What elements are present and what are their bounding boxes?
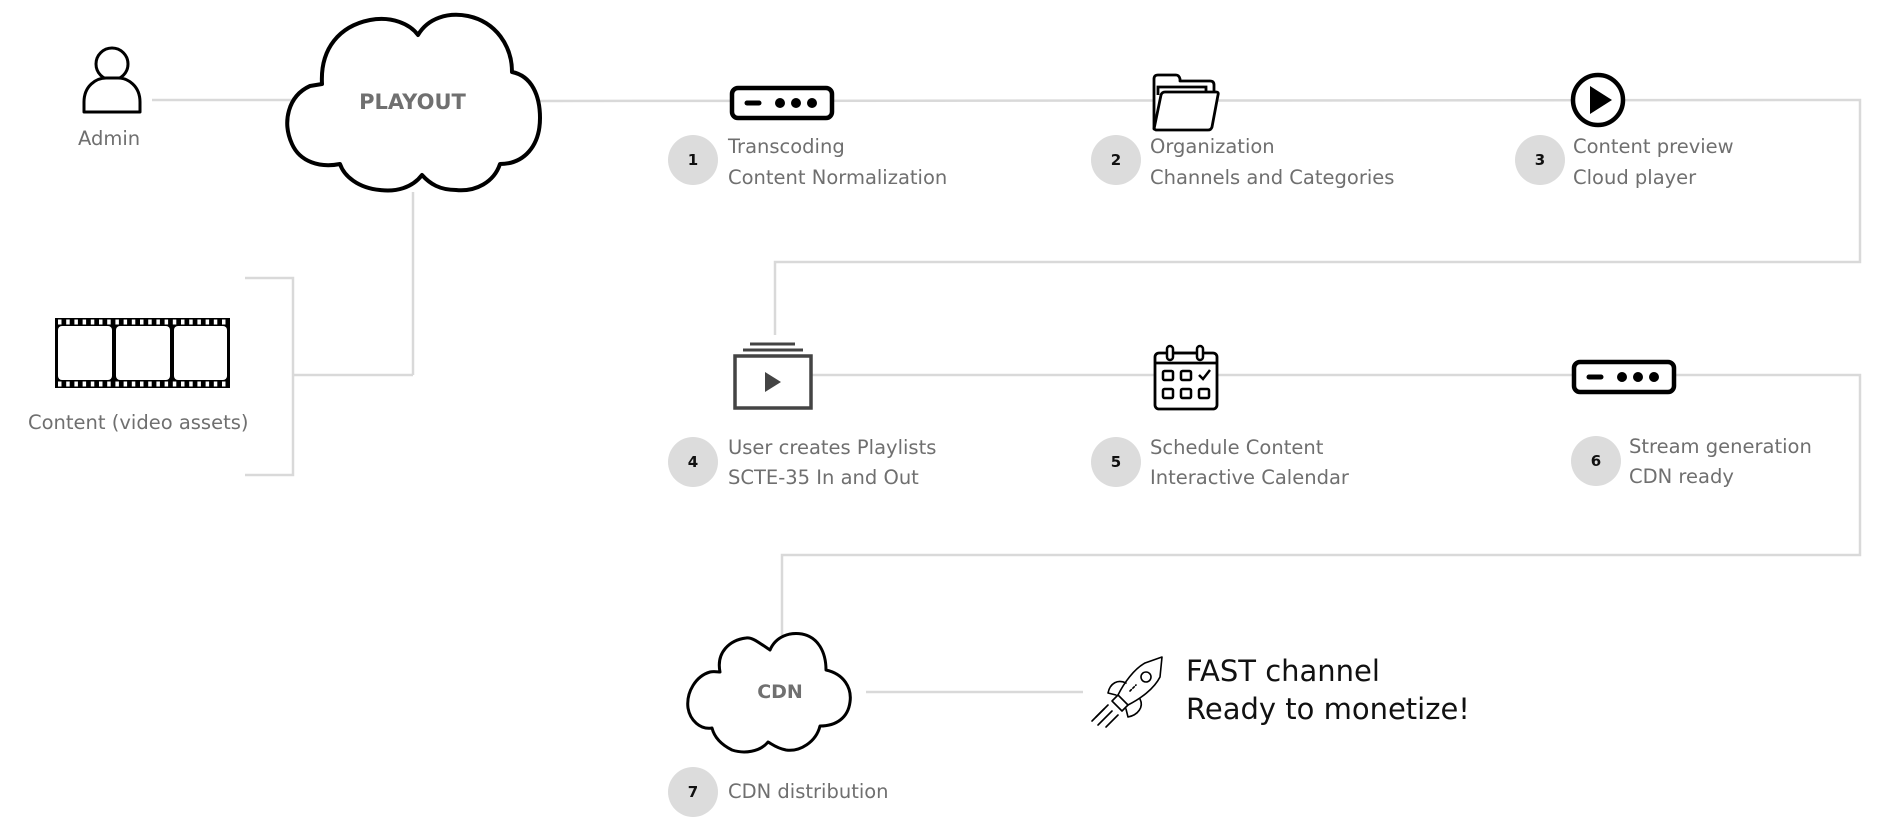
step-title-1: Transcoding [728,135,845,158]
step-subtitle-6: CDN ready [1629,465,1734,488]
film-perforation [140,381,144,387]
film-perforation [82,381,87,387]
film-perforation [197,319,201,325]
connectors [152,98,1862,694]
step-subtitle-5: Interactive Calendar [1150,466,1349,489]
playout-label: PLAYOUT [359,90,466,114]
cdn-label: CDN [757,681,803,703]
play-circle-icon [1570,72,1626,128]
step-subtitle-3: Cloud player [1573,166,1697,189]
film-perforation [66,381,70,387]
film-perforation [131,381,136,387]
outcome-line1: FAST channel [1186,654,1380,688]
film-perforation [189,381,193,387]
step-title-5: Schedule Content [1150,436,1324,459]
film-perforation [222,319,226,325]
film-perforation [74,319,78,325]
admin-label: Admin [78,127,141,150]
film-perforation [164,381,169,387]
step-subtitle-2: Channels and Categories [1150,166,1395,189]
film-perforation [123,319,128,325]
film-perforation [181,319,185,325]
film-perforation [66,319,70,325]
film-perforation [164,319,169,325]
film-perforation [131,319,136,325]
connector-playout-row1 [534,98,1862,335]
playlist-icon [733,342,813,410]
step-title-4: User creates Playlists [728,436,937,459]
server-device-icon [729,85,835,121]
film-strip-icon [55,318,230,388]
user-icon [82,46,142,114]
server-device-icon [1571,359,1677,395]
film-perforation [115,319,119,325]
step-badge-7: 7 [668,767,718,817]
film-perforation [99,381,103,387]
film-perforation [189,319,193,325]
step-badge-4: 4 [668,437,718,487]
film-perforation [58,381,62,387]
film-perforation [74,381,78,387]
folder-icon [1152,73,1220,132]
step-subtitle-1: Content Normalization [728,166,948,189]
film-perforation [148,381,152,387]
film-perforation [90,319,95,325]
film-perforation [148,319,152,325]
step-badge-5: 5 [1091,437,1141,487]
film-perforation [107,319,111,325]
film-perforation [107,381,111,387]
film-perforation [156,381,160,387]
film-perforation [115,381,119,387]
film-perforation [123,381,128,387]
film-perforation [181,381,185,387]
film-perforation [156,319,160,325]
connector-row2 [780,373,1862,635]
film-perforation [222,381,226,387]
step-badge-3: 3 [1515,135,1565,185]
step-badge-6: 6 [1571,436,1621,486]
rocket-icon [1091,656,1163,728]
film-perforation [82,319,87,325]
film-perforation [205,319,210,325]
film-perforation [172,319,177,325]
film-perforation [140,319,144,325]
playout-cloud-icon [285,12,542,193]
film-perforation [172,381,177,387]
film-perforation [99,319,103,325]
content-label: Content (video assets) [28,411,249,434]
step-title-6: Stream generation [1629,435,1812,458]
film-perforation [90,381,95,387]
cdn-cloud-icon [686,632,852,754]
film-perforation [197,381,201,387]
step-badge-1: 1 [668,135,718,185]
step-title-3: Content preview [1573,135,1734,158]
calendar-icon [1153,344,1219,411]
film-perforation [213,319,218,325]
step-badge-2: 2 [1091,135,1141,185]
film-perforation [213,381,218,387]
outcome-line2: Ready to monetize! [1186,692,1470,726]
step-title-2: Organization [1150,135,1275,158]
film-perforation [58,319,62,325]
film-perforation [205,381,210,387]
step-subtitle-4: SCTE-35 In and Out [728,466,919,489]
step-title-7: CDN distribution [728,780,889,803]
content-bracket [245,276,295,477]
